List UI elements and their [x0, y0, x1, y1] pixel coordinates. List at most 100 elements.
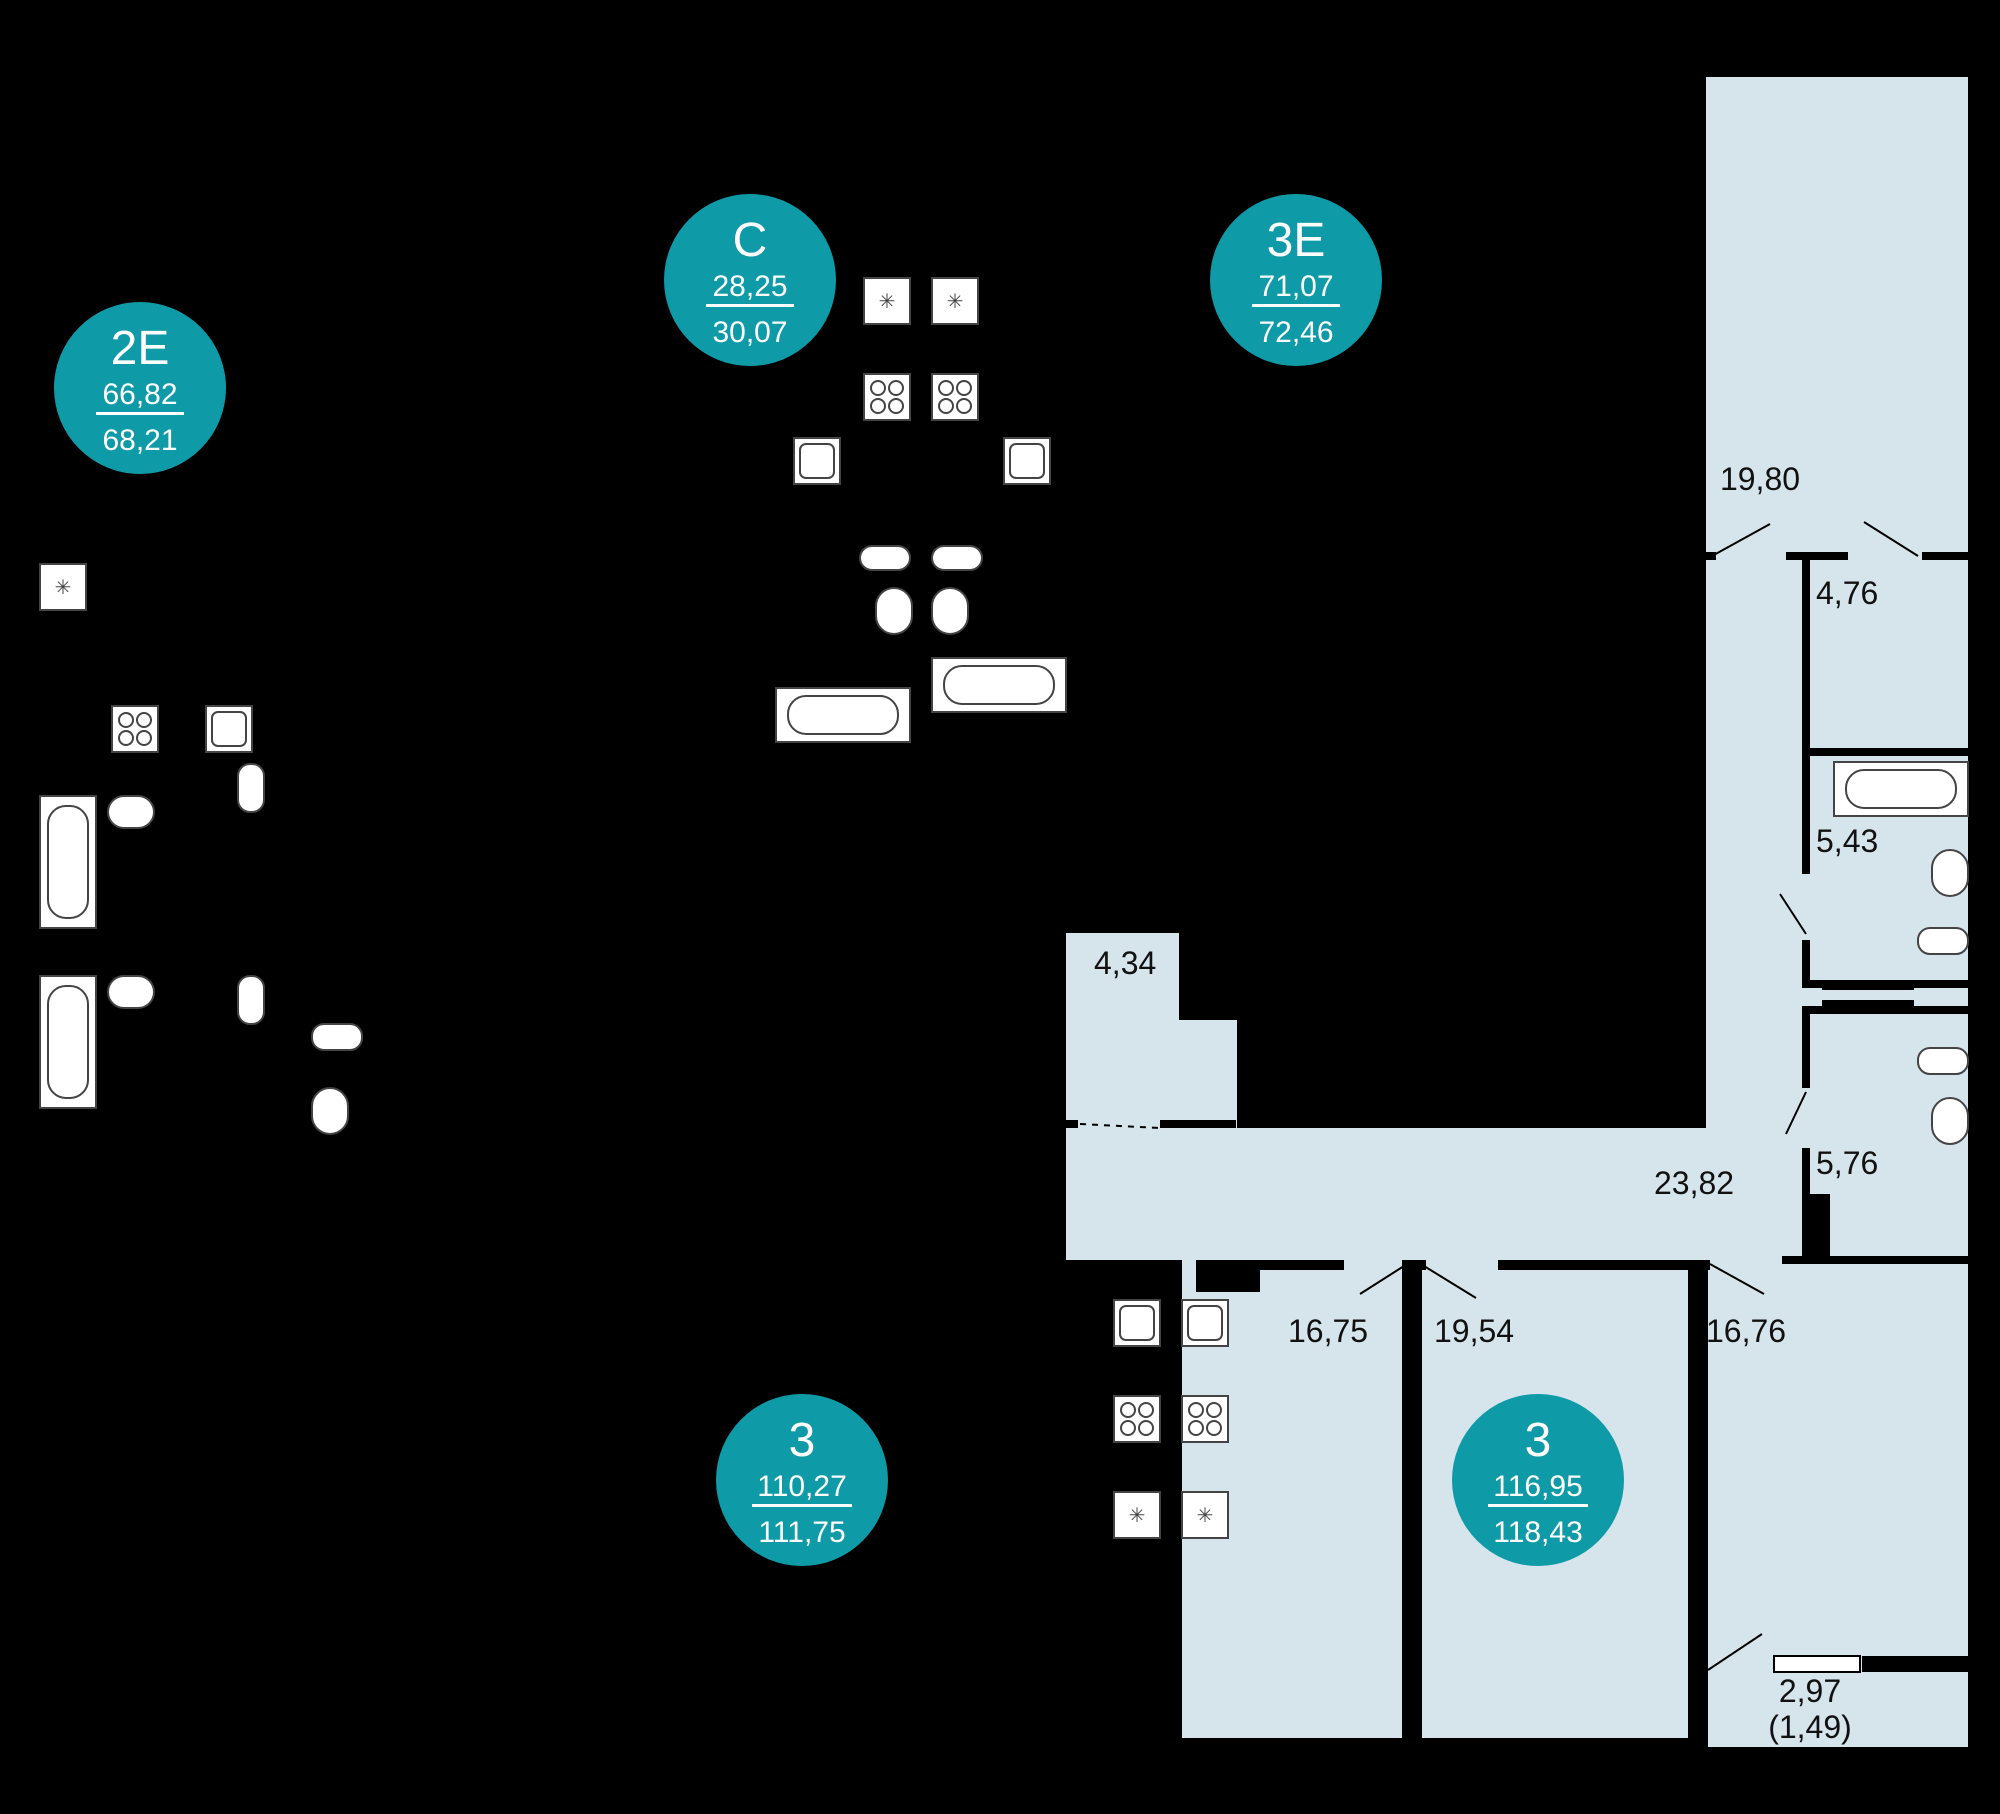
badge-circle — [1452, 1394, 1624, 1566]
wall-segment — [1160, 1120, 1236, 1128]
room-434-fill — [1066, 933, 1179, 1130]
wall-segment — [1688, 1260, 1708, 1750]
apartment-badge-3-right[interactable]: 3 116,95 118,43 — [1452, 1394, 1624, 1566]
badge-living-area: 116,95 — [1493, 1470, 1583, 1503]
wall-segment — [1802, 756, 1810, 874]
badge-total-area: 30,07 — [712, 316, 787, 349]
room-labels: 19,80 4,76 5,43 4,34 23,82 5,76 16,75 19… — [1094, 461, 1878, 1745]
door-swing-icon — [1079, 1123, 1161, 1129]
badge-circle — [54, 302, 226, 474]
ventilation-icon: ✳ — [863, 277, 911, 325]
toilet-icon — [237, 975, 265, 1025]
badge-total-area: 118,43 — [1493, 1516, 1583, 1549]
sink-icon — [1003, 437, 1051, 485]
apartment-badge-3-left[interactable]: 3 110,27 111,75 — [716, 1394, 888, 1566]
badge-total-area: 72,46 — [1258, 316, 1333, 349]
door-swing-icon — [1785, 1091, 1807, 1135]
radiator-icon — [1196, 1264, 1260, 1292]
toilet-icon — [311, 1023, 363, 1051]
svg-text:✳: ✳ — [1197, 1505, 1214, 1527]
door-swing-icon — [1359, 1265, 1405, 1295]
wall-segment — [1706, 552, 1716, 560]
radiator-icon — [1773, 1655, 1861, 1673]
room-area-label: 4,34 — [1094, 945, 1156, 981]
toilet-icon — [1917, 1047, 1969, 1075]
bathtub-icon — [775, 687, 911, 743]
wall-segment — [1402, 1260, 1422, 1750]
stove-icon — [111, 705, 159, 753]
badge-divider — [1252, 304, 1340, 307]
door-swings — [1079, 521, 1919, 1671]
badge-total-area: 68,21 — [102, 424, 177, 457]
stove-icon — [1181, 1395, 1229, 1443]
bathtub-icon — [1833, 761, 1969, 817]
toilet-icon — [859, 545, 911, 571]
badge-type: 3E — [1267, 214, 1326, 267]
bathtub-icon — [931, 657, 1067, 713]
badge-living-area: 71,07 — [1258, 270, 1333, 303]
door-swing-icon — [1423, 1265, 1477, 1299]
ventilation-icon: ✳ — [1181, 1491, 1229, 1539]
sink-icon — [205, 705, 253, 753]
badge-divider — [96, 412, 184, 415]
room-area-label: 5,76 — [1816, 1145, 1878, 1181]
badge-divider — [1488, 1504, 1588, 1507]
badge-living-area: 28,25 — [712, 270, 787, 303]
bathtub-icon — [39, 975, 97, 1109]
sink-icon — [1181, 1299, 1229, 1347]
sink-icon — [793, 437, 841, 485]
apartment-badge-c[interactable]: C 28,25 30,07 — [664, 194, 836, 366]
wall-segment — [1196, 1260, 1344, 1270]
room-area-label: (1,49) — [1768, 1709, 1852, 1745]
fixtures: ✳ ✳ — [39, 277, 1969, 1539]
corridor-fill — [1066, 1128, 1706, 1260]
room-area-label: 23,82 — [1654, 1165, 1734, 1201]
svg-text:✳: ✳ — [879, 291, 896, 313]
svg-text:✳: ✳ — [55, 577, 72, 599]
room-area-label: 16,75 — [1288, 1313, 1368, 1349]
badge-circle — [716, 1394, 888, 1566]
wall-segment — [1862, 1656, 1968, 1672]
room-area-label: 2,97 — [1779, 1673, 1841, 1709]
room-area-label: 5,43 — [1816, 823, 1878, 859]
wall-segment — [1802, 748, 1968, 756]
radiators — [1196, 980, 1914, 1673]
room-area-label: 16,76 — [1706, 1313, 1786, 1349]
ventilation-icon: ✳ — [1113, 1491, 1161, 1539]
svg-text:✳: ✳ — [947, 291, 964, 313]
door-swing-icon — [1707, 1633, 1763, 1671]
stove-icon — [863, 373, 911, 421]
wall-segment — [1922, 552, 1968, 560]
door-swing-icon — [1709, 1263, 1765, 1295]
svg-text:✳: ✳ — [1129, 1505, 1146, 1527]
room-434-annex-fill — [1179, 1020, 1237, 1130]
toilet-icon — [237, 763, 265, 813]
washbasin-icon — [107, 795, 155, 829]
wall-segment — [1786, 552, 1848, 560]
badge-living-area: 66,82 — [102, 378, 177, 411]
toilet-icon — [1917, 927, 1969, 955]
washbasin-icon — [311, 1087, 349, 1135]
wall-segment — [1782, 1256, 1968, 1264]
apartment-badge-2e[interactable]: 2E 66,82 68,21 — [54, 302, 226, 474]
bathtub-icon — [39, 795, 97, 929]
wall-segment — [1802, 1014, 1810, 1088]
badge-type: 3 — [789, 1414, 816, 1467]
door-swing-icon — [1711, 523, 1771, 557]
badge-circle — [664, 194, 836, 366]
ventilation-icon: ✳ — [931, 277, 979, 325]
radiator-icon — [1822, 990, 1914, 1000]
door-swing-icon — [1779, 893, 1807, 935]
badge-divider — [752, 1504, 852, 1507]
apartment-badge-3e[interactable]: 3E 71,07 72,46 — [1210, 194, 1382, 366]
door-swing-icon — [1863, 521, 1919, 557]
badge-type: 2E — [111, 322, 170, 375]
sink-icon — [1113, 1299, 1161, 1347]
room-area-label: 4,76 — [1816, 575, 1878, 611]
washbasin-icon — [1931, 849, 1969, 897]
wall-segment — [1498, 1260, 1710, 1270]
washbasin-icon — [107, 975, 155, 1009]
wall-segment — [1802, 940, 1810, 986]
badge-total-area: 111,75 — [758, 1516, 845, 1549]
